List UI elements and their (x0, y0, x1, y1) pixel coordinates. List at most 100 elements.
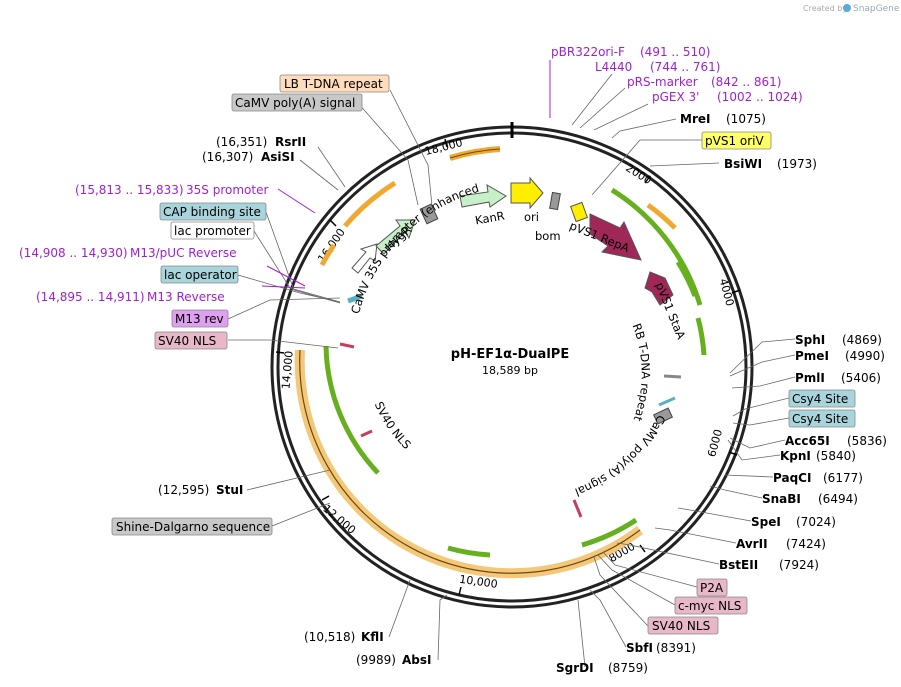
enzyme-acc65i: Acc65I (785, 434, 830, 448)
enzyme-absi: AbsI (402, 653, 431, 667)
primer-prs-marker: pRS-marker (627, 75, 698, 89)
svg-text:(6494): (6494) (818, 492, 858, 506)
svg-text:(1973): (1973) (777, 157, 817, 171)
hygr-arrow (375, 219, 416, 255)
bom-block (549, 191, 561, 211)
enzyme-spei: SpeI (751, 515, 781, 529)
primer-m13-reverse: M13 Reverse (147, 290, 225, 304)
svg-text:(4869): (4869) (842, 333, 882, 347)
svg-text:(7024): (7024) (796, 515, 836, 529)
svg-text:(9989): (9989) (356, 653, 396, 667)
snapgene-logo-icon (843, 4, 851, 12)
enzyme-sgrdi: SgrDI (556, 661, 594, 675)
svg-text:SV40 NLS: SV40 NLS (372, 399, 414, 452)
sv40-nls-inner-mark (360, 429, 373, 438)
primer-leader-lines (261, 60, 551, 289)
label-m13-rev: M13 rev (175, 312, 224, 326)
svg-text:(7424): (7424) (786, 537, 826, 551)
svg-text:ori: ori (524, 210, 539, 224)
sv40-nls-mark (339, 342, 355, 349)
label-camv-polya-signal: CaMV poly(A) signal (235, 96, 355, 110)
lac-mark (347, 293, 363, 304)
rb-tdna-mark (663, 374, 682, 379)
label-sv40-nls-left: SV40 NLS (158, 334, 216, 348)
boxed-labels: pVS1 oriV Csy4 Site Csy4 Site P2A c-myc … (111, 74, 856, 635)
primer-pgex-3: pGEX 3' (652, 90, 699, 104)
label-csy4-site-2: Csy4 Site (792, 412, 848, 426)
svg-text:(6177): (6177) (823, 471, 863, 485)
svg-text:(8391): (8391) (656, 641, 696, 655)
snapgene-brand: SnapGene (853, 4, 900, 14)
svg-text:(7924): (7924) (779, 558, 819, 572)
feature-arcs (294, 146, 707, 579)
label-sv40-nls-right: SV40 NLS (652, 619, 710, 633)
enzyme-pmli: PmlI (795, 371, 825, 385)
enzyme-snabi: SnaBI (762, 492, 801, 506)
enzyme-bsteii: BstEII (719, 558, 758, 572)
svg-text:(491 .. 510): (491 .. 510) (640, 45, 710, 59)
enzyme-avrii: AvrII (736, 537, 768, 551)
inner-features (339, 176, 682, 518)
label-p2a: P2A (700, 581, 724, 595)
csy4-mark-1 (658, 396, 676, 407)
primer-l4440: L4440 (595, 60, 632, 74)
created-by-text: Created by (803, 4, 847, 13)
svg-text:(5406): (5406) (841, 371, 881, 385)
enzyme-stui: StuI (216, 483, 243, 497)
primer-35s-promoter: 35S promoter (186, 183, 268, 197)
pvs1-repa-arrow (589, 213, 642, 261)
enzyme-kfli: KflI (361, 630, 384, 644)
svg-text:(14,908 .. 14,930): (14,908 .. 14,930) (19, 246, 128, 260)
enzyme-labels: MreI (1075) BsiWI (1973) SphI (4869) Pme… (158, 112, 887, 675)
svg-text:10,000: 10,000 (458, 573, 498, 591)
svg-text:(744 .. 761): (744 .. 761) (650, 60, 720, 74)
svg-text:2000: 2000 (623, 161, 654, 187)
label-lb-tdna-repeat: LB T-DNA repeat (284, 77, 383, 91)
enzyme-sphi: SphI (795, 333, 825, 347)
label-csy4-site-1: Csy4 Site (792, 392, 848, 406)
svg-text:(10,518): (10,518) (304, 630, 355, 644)
camv-35s-promoter-arrow (351, 243, 378, 274)
enzyme-rsrii: RsrII (275, 135, 306, 149)
enzyme-kpni: KpnI (780, 449, 811, 463)
svg-text:(1002 .. 1024): (1002 .. 1024) (717, 90, 803, 104)
svg-text:KanR: KanR (474, 209, 506, 228)
enzyme-paqci: PaqCI (773, 471, 811, 485)
enzyme-pmei: PmeI (795, 349, 829, 363)
svg-text:(16,307): (16,307) (202, 150, 253, 164)
svg-text:(842 .. 861): (842 .. 861) (711, 75, 781, 89)
svg-text:(4990): (4990) (845, 349, 885, 363)
enzyme-mrei: MreI (680, 112, 710, 126)
svg-text:RB T-DNA repeat: RB T-DNA repeat (630, 321, 653, 423)
svg-text:(1075): (1075) (726, 112, 766, 126)
svg-text:14,000: 14,000 (279, 350, 295, 389)
enzyme-asisi: AsiSI (261, 150, 295, 164)
nls-cluster-mark (572, 499, 583, 518)
camv-polya-block (419, 203, 439, 225)
tick-marks (275, 138, 741, 596)
camv-polya-right-block (652, 407, 674, 425)
svg-text:(8759): (8759) (608, 661, 648, 675)
label-pvs1-oriv: pVS1 oriV (705, 134, 765, 148)
svg-text:(5840): (5840) (816, 449, 856, 463)
enzyme-sbfi: SbfI (626, 641, 653, 655)
svg-text:bom: bom (535, 229, 561, 243)
label-cap-binding-site: CAP binding site (163, 205, 261, 219)
svg-text:(15,813 .. 15,833): (15,813 .. 15,833) (75, 183, 184, 197)
kanr-arrow (459, 184, 507, 208)
svg-text:(16,351): (16,351) (216, 135, 267, 149)
svg-text:6000: 6000 (705, 428, 725, 458)
leader-lines (227, 73, 796, 668)
primer-pbr322ori-f: pBR322ori-F (551, 45, 625, 59)
ori-arrow (510, 176, 544, 210)
primer-labels: pBR322ori-F (491 .. 510) L4440 (744 .. 7… (19, 45, 803, 304)
svg-text:(12,595): (12,595) (158, 483, 209, 497)
svg-text:4000: 4000 (717, 277, 737, 307)
pvs1-oriv-block (569, 201, 589, 223)
plasmid-length: 18,589 bp (482, 364, 538, 377)
enzyme-bsiwi: BsiWI (724, 157, 762, 171)
pvs1-staa-arrow (644, 271, 674, 306)
svg-text:(14,895 .. 14,911): (14,895 .. 14,911) (36, 290, 145, 304)
svg-text:(5836): (5836) (847, 434, 887, 448)
